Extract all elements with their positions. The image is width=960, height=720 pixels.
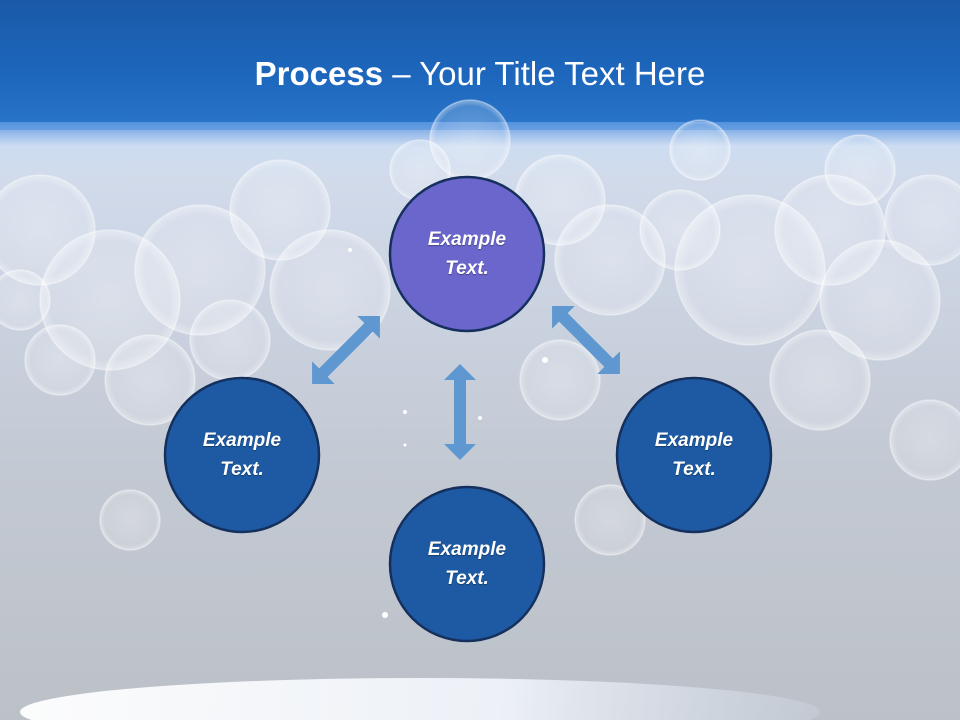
node-top-line1: Example: [427, 229, 507, 250]
node-top-label: Example Text.: [392, 225, 542, 283]
node-bottom-label: Example Text.: [392, 535, 542, 593]
node-left: [163, 376, 321, 534]
node-bottom-line2: Text.: [445, 568, 489, 589]
node-right: [615, 376, 773, 534]
node-right-line2: Text.: [672, 459, 716, 480]
slide-title: Process – Your Title Text Here: [0, 52, 960, 96]
title-strong: Process: [254, 55, 384, 92]
arrow-left-top: [312, 316, 380, 384]
node-left-line2: Text.: [220, 459, 264, 480]
node-top-line2: Text.: [445, 258, 489, 279]
arrow-right-top: [552, 306, 620, 374]
node-bottom-line1: Example: [427, 539, 507, 560]
node-right-label: Example Text.: [619, 426, 769, 484]
node-left-line1: Example: [202, 430, 282, 451]
node-top: [388, 175, 546, 333]
node-bottom: [388, 485, 546, 643]
node-right-line1: Example: [654, 430, 734, 451]
title-rest: – Your Title Text Here: [383, 55, 706, 92]
node-left-label: Example Text.: [167, 426, 317, 484]
arrow-center-vertical: [444, 364, 476, 460]
